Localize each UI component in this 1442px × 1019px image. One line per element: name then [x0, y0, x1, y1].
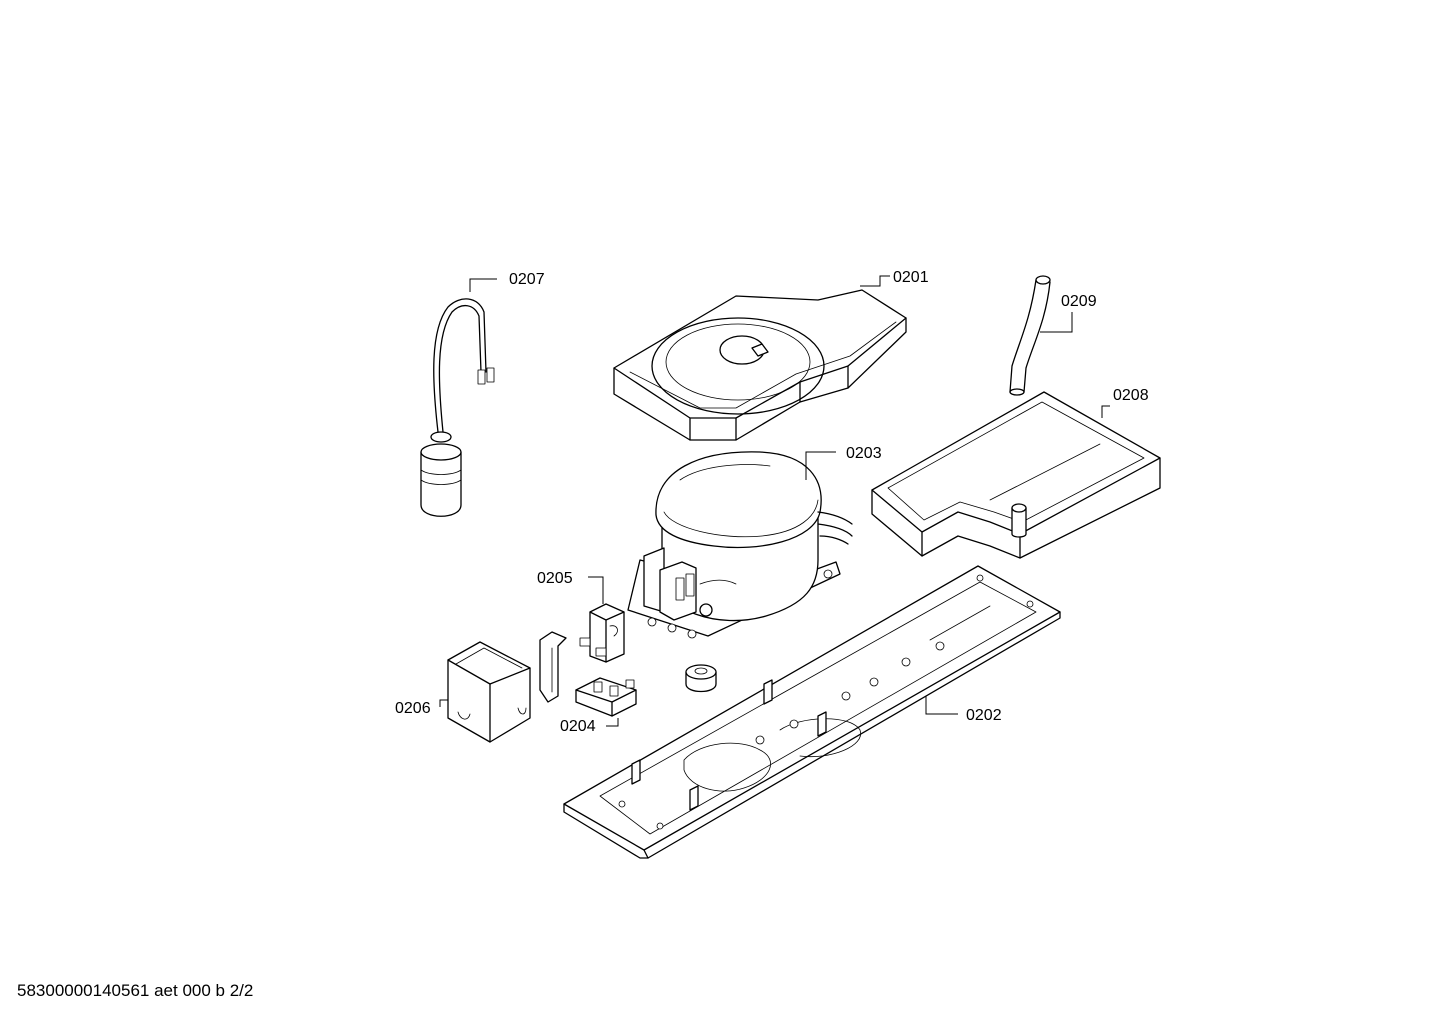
- clip-part: [539, 631, 567, 703]
- overload-protector-part: [575, 677, 637, 717]
- cover-cap-part: [447, 641, 531, 743]
- label-0201: 0201: [860, 269, 929, 287]
- svg-text:0204: 0204: [560, 718, 596, 735]
- capacitor-part: [420, 298, 495, 517]
- drip-tray-part: [871, 391, 1161, 559]
- compressor-part: [627, 451, 853, 639]
- svg-text:0208: 0208: [1113, 387, 1149, 404]
- svg-text:0202: 0202: [966, 707, 1002, 724]
- svg-text:0201: 0201: [893, 269, 929, 286]
- svg-text:0206: 0206: [395, 700, 431, 717]
- grommet-part: [685, 664, 717, 693]
- svg-text:0203: 0203: [846, 445, 882, 462]
- svg-text:0209: 0209: [1061, 293, 1097, 310]
- relay-part: [579, 603, 625, 663]
- label-0205: 0205: [537, 570, 604, 604]
- svg-text:0207: 0207: [509, 271, 545, 288]
- hose-part: [1009, 275, 1051, 396]
- label-0206: 0206: [395, 699, 448, 717]
- label-0202: 0202: [925, 696, 1002, 724]
- label-0204: 0204: [560, 718, 619, 735]
- base-plate-part: [563, 565, 1061, 859]
- label-0207: 0207: [469, 271, 545, 292]
- svg-text:0205: 0205: [537, 570, 573, 587]
- label-0208: 0208: [1101, 387, 1149, 418]
- label-0209: 0209: [1040, 293, 1097, 333]
- document-id-footer: 58300000140561 aet 000 b 2/2: [17, 981, 254, 1000]
- tray-0201-part: [613, 289, 907, 441]
- label-0203: 0203: [805, 445, 882, 480]
